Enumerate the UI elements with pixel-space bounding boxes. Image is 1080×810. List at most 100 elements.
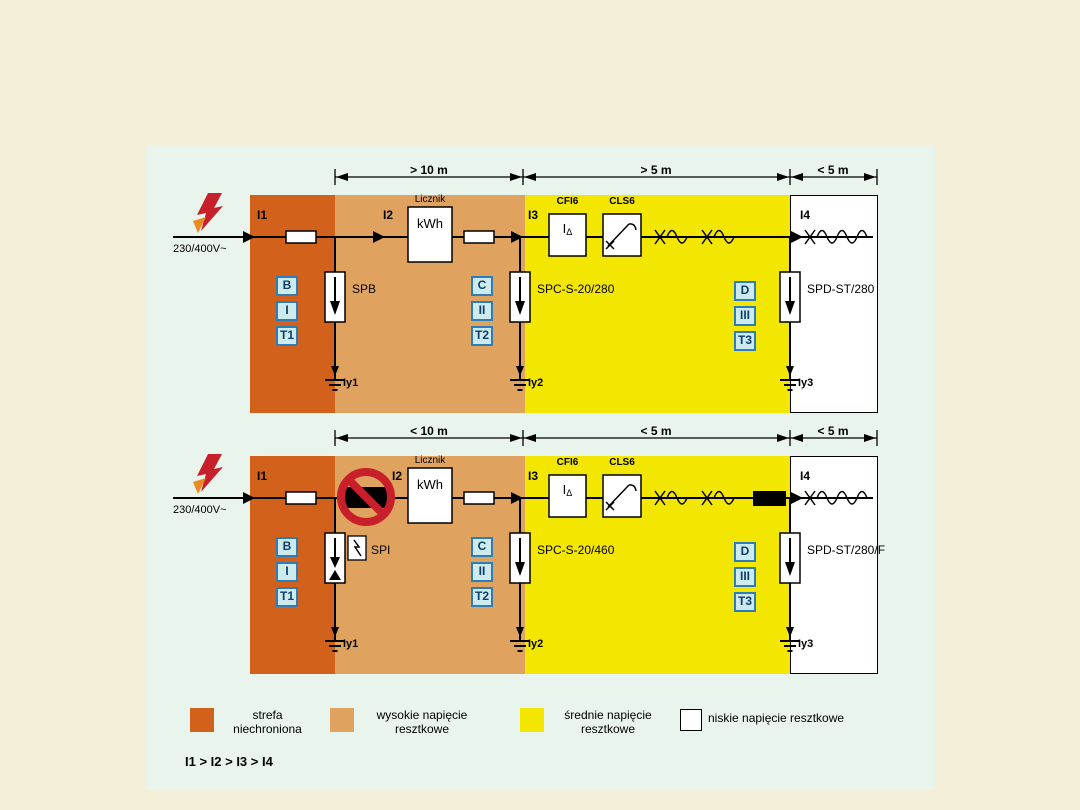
rcd-symbol-sub: Δ — [566, 488, 573, 498]
badge-type-t1: T1 — [276, 326, 298, 346]
spd2-name: SPC-S-20/460 — [537, 543, 615, 557]
rcd-symbol: IΔ — [549, 221, 586, 237]
breaker-title: CLS6 — [609, 196, 635, 207]
current-label-i4: I4 — [800, 469, 811, 483]
legend-label-line2: resztkowe — [580, 721, 636, 736]
badge-class-b: B — [276, 276, 298, 296]
spd1-name: SPB — [352, 282, 377, 296]
distance-label-2: < 5 m — [640, 424, 672, 438]
meter-title: Licznik — [414, 455, 446, 466]
diagram-bottom: < 10 m < 5 m < 5 m 230/400V~ I1 I2 I3 I4… — [145, 424, 885, 686]
line-inductance-symbols — [654, 229, 868, 245]
ground-current-3: Iy3 — [798, 377, 814, 389]
current-arrow-icons — [243, 231, 803, 243]
legend-label-line1: strefa — [252, 708, 283, 722]
badge-zone-ii: II — [471, 301, 493, 321]
badge-class-c: C — [471, 537, 493, 557]
badge-type-t3: T3 — [734, 592, 756, 612]
ground-symbols — [325, 640, 800, 652]
current-label-i2: I2 — [392, 469, 403, 483]
current-label-i3: I3 — [528, 469, 539, 483]
badge-zone-i: I — [276, 562, 298, 582]
legend-swatch-high-residual — [330, 708, 354, 732]
figure-panel: > 10 m > 5 m < 5 m 230/400V~ I1 I2 I3 I4… — [145, 145, 935, 790]
badge-class-d: D — [734, 281, 756, 301]
rcd-box — [548, 474, 587, 518]
meter-unit: kWh — [417, 477, 443, 492]
current-label-i1: I1 — [257, 469, 268, 483]
legend-swatch-low-residual — [680, 709, 702, 731]
breaker-symbol — [605, 484, 637, 511]
rcd-title: CFI6 — [556, 196, 579, 207]
ground-current-2: Iy2 — [528, 377, 544, 389]
legend-label-medium-residual: średnie napięcie resztkowe — [543, 708, 673, 737]
legend-label-low-residual: niskie napięcie resztkowe — [708, 711, 845, 726]
legend-label-line1: niskie napięcie resztkowe — [708, 711, 845, 725]
meter-box — [407, 206, 453, 263]
legend-label-high-residual: wysokie napięcie resztkowe — [357, 708, 487, 737]
prohibition-sign-icon — [337, 468, 395, 526]
distance-label-3: < 5 m — [817, 163, 849, 177]
ground-current-3: Iy3 — [798, 638, 814, 650]
load-block — [753, 491, 786, 506]
badge-class-c: C — [471, 276, 493, 296]
legend-swatch-medium-residual — [520, 708, 544, 732]
fuse-symbols — [285, 230, 495, 244]
ground-current-1: Iy1 — [343, 377, 359, 389]
rcd-symbol: IΔ — [549, 482, 586, 498]
current-label-i3: I3 — [528, 208, 539, 222]
badge-zone-iii: III — [734, 567, 756, 587]
breaker-box — [602, 474, 642, 518]
ground-symbols — [325, 379, 800, 391]
legend-swatch-unprotected — [190, 708, 214, 732]
source-voltage-label: 230/400V~ — [173, 243, 227, 255]
spi-indicator-box — [347, 535, 367, 561]
diagram-top: > 10 m > 5 m < 5 m 230/400V~ I1 I2 I3 I4… — [145, 163, 878, 425]
rcd-symbol-main: I — [562, 221, 567, 236]
lightning-icon — [193, 193, 223, 233]
badge-class-d: D — [734, 542, 756, 562]
rcd-box — [548, 213, 587, 257]
spd3-name: SPD-ST/280/F — [807, 543, 886, 557]
badge-zone-iii: III — [734, 306, 756, 326]
breaker-title: CLS6 — [609, 457, 635, 468]
spi-indicator-bolt-icon — [353, 539, 362, 557]
circuit-graphics-top — [173, 169, 878, 391]
badge-type-t1: T1 — [276, 587, 298, 607]
dimension-arrowheads — [336, 434, 876, 442]
spd-symbols — [324, 532, 801, 637]
rcd-symbol-sub: Δ — [566, 227, 573, 237]
distance-label-1: < 10 m — [410, 424, 448, 438]
current-label-i2: I2 — [383, 208, 394, 222]
breaker-box — [602, 213, 642, 257]
badge-type-t2: T2 — [471, 587, 493, 607]
legend-label-line2: niechroniona — [233, 721, 302, 736]
badge-zone-ii: II — [471, 562, 493, 582]
legend: strefa niechroniona wysokie napięcie res… — [145, 708, 935, 790]
legend-label-unprotected: strefa niechroniona — [215, 708, 320, 737]
badge-zone-i: I — [276, 301, 298, 321]
current-label-i4: I4 — [800, 208, 811, 222]
badge-type-t2: T2 — [471, 326, 493, 346]
breaker-symbol — [605, 223, 637, 250]
distance-label-3: < 5 m — [817, 424, 849, 438]
dimension-arrowheads — [336, 173, 876, 181]
distance-label-1: > 10 m — [410, 163, 448, 177]
legend-label-line1: średnie napięcie — [564, 708, 652, 722]
spd-symbols — [324, 271, 801, 376]
current-label-i1: I1 — [257, 208, 268, 222]
line-inductance-symbols — [654, 490, 868, 506]
legend-label-line1: wysokie napięcie — [376, 708, 468, 722]
meter-title: Licznik — [414, 194, 446, 205]
meter-unit: kWh — [417, 216, 443, 231]
current-arrow-icons — [243, 492, 803, 504]
ground-current-1: Iy1 — [343, 638, 359, 650]
source-voltage-label: 230/400V~ — [173, 504, 227, 516]
ground-current-2: Iy2 — [528, 638, 544, 650]
circuit-graphics-bottom — [173, 430, 878, 652]
meter-box — [407, 467, 453, 524]
spd2-name: SPC-S-20/280 — [537, 282, 615, 296]
lightning-icon — [193, 454, 223, 494]
fuse-symbols — [285, 491, 495, 505]
